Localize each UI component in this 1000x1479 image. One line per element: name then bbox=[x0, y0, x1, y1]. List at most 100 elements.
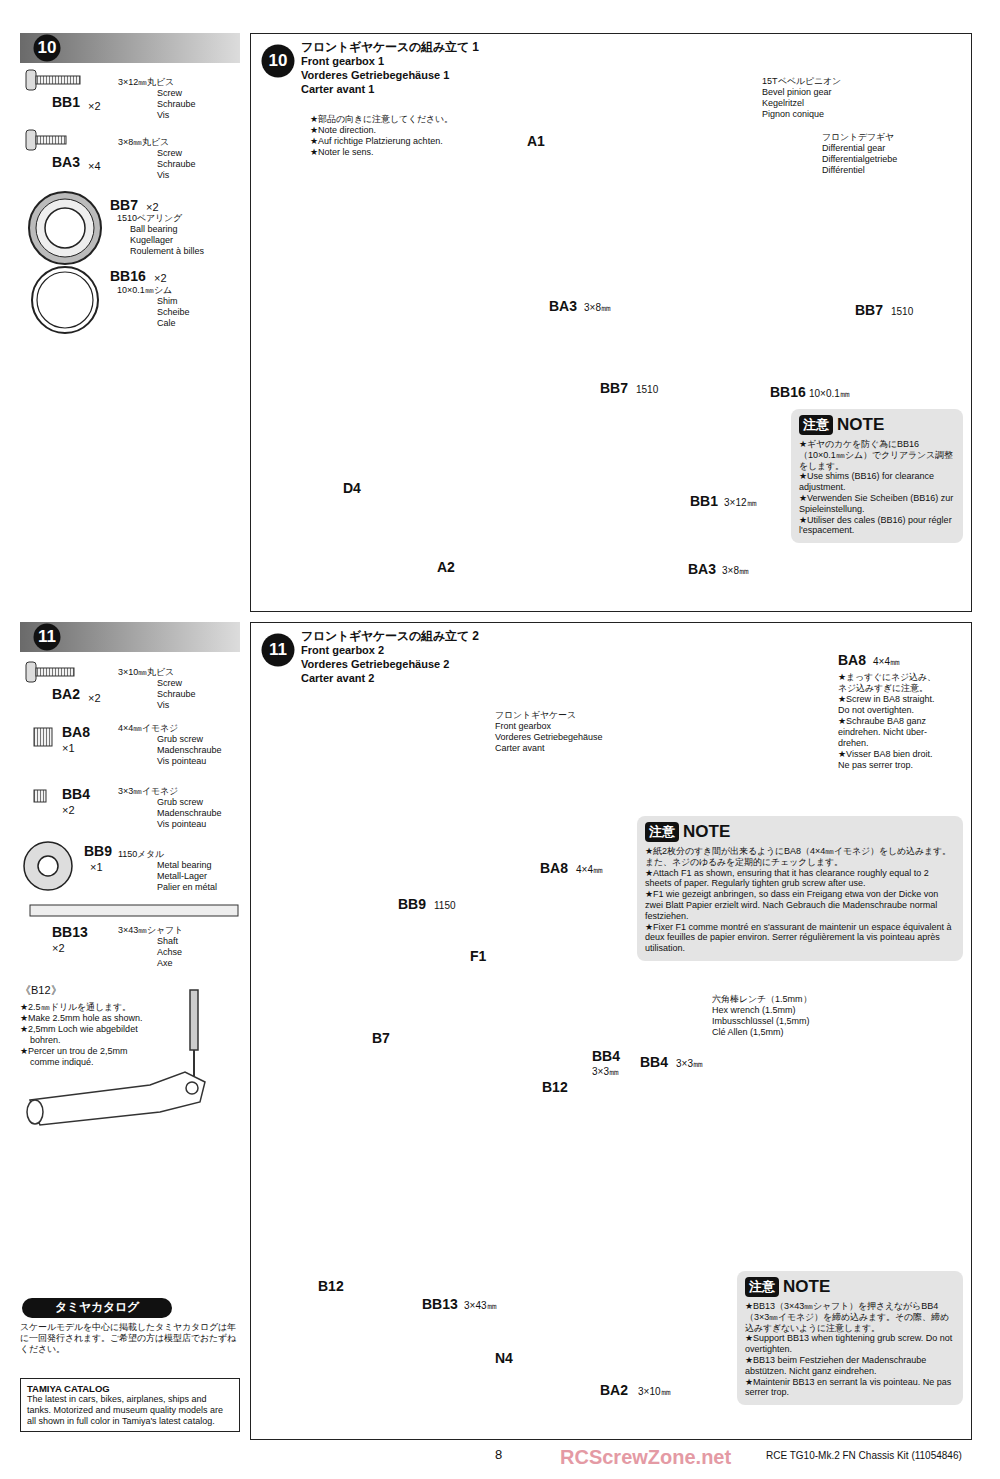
label-text: ★Auf richtige Platzierung achten. bbox=[310, 136, 443, 147]
label-text: 4×4㎜ bbox=[576, 864, 603, 876]
step-number-text: 10 bbox=[33, 34, 61, 62]
step-number-text: 11 bbox=[261, 633, 295, 667]
part-code: B12 bbox=[318, 1278, 344, 1295]
note-heading: NOTE bbox=[837, 415, 884, 435]
screw-icon bbox=[30, 905, 238, 916]
catalog-heading: タミヤカタログ bbox=[22, 1298, 172, 1318]
label-text: ×2 bbox=[146, 201, 159, 214]
b12-arm-illustration bbox=[190, 990, 198, 1050]
part-code: BA8 bbox=[838, 652, 866, 669]
label-text: Differentialgetriebe bbox=[822, 154, 897, 165]
part-code: BA3 bbox=[549, 298, 577, 315]
label-text: Grub screw bbox=[157, 797, 203, 808]
label-text: Clé Allen (1,5mm) bbox=[712, 1027, 784, 1038]
label-text: Shaft bbox=[157, 936, 178, 947]
label-text: 3×43㎜ bbox=[464, 1300, 497, 1312]
label-text: Metall-Lager bbox=[157, 871, 207, 882]
note-text: ★Attach F1 as shown, ensuring that it ha… bbox=[645, 868, 955, 890]
note-text: ★ギヤのカケを防ぐ為にBB16（10×0.1㎜シム）でクリアランス調整をします。 bbox=[799, 439, 955, 471]
part-code: BA8 bbox=[62, 724, 90, 741]
note-tag: 注意 bbox=[745, 1277, 779, 1297]
header-bar bbox=[20, 33, 240, 652]
part-code: BA8 bbox=[540, 860, 568, 877]
step-circle bbox=[262, 45, 295, 78]
label-text: comme indiqué. bbox=[30, 1057, 94, 1068]
label-text: ×2 bbox=[154, 272, 167, 285]
note-text: ★BB13（3×43㎜シャフト）を押さえながらBB4（3×3㎜イモネジ）を締め込… bbox=[745, 1301, 955, 1333]
label-text: ★Screw in BA8 straight. bbox=[838, 694, 935, 705]
part-code: BB13 bbox=[52, 924, 88, 941]
note-text: ★紙2枚分のすき間が出来るようにBA8（4×4㎜イモネジ）をしめ込みます。また、… bbox=[645, 846, 955, 868]
bearing-icon bbox=[38, 856, 58, 876]
label-text: Carter avant bbox=[495, 743, 545, 754]
label-text: 3×3㎜ bbox=[592, 1066, 619, 1078]
bearing-icon bbox=[45, 208, 85, 248]
label-text: ×1 bbox=[90, 861, 103, 874]
step-circle bbox=[34, 35, 61, 62]
screw-icon bbox=[34, 728, 52, 746]
label-text: Vorderes Getriebegehäuse bbox=[495, 732, 603, 743]
label-text: 10×0.1㎜ bbox=[809, 388, 850, 400]
note-heading: NOTE bbox=[683, 822, 730, 842]
step-number: 11 bbox=[261, 633, 295, 667]
part-code: BB9 bbox=[84, 843, 112, 860]
label-text: Madenschraube bbox=[157, 808, 222, 819]
part-code: B7 bbox=[372, 1030, 390, 1047]
part-code: BA3 bbox=[52, 154, 80, 171]
label-text: Vis bbox=[157, 110, 169, 121]
part-code: A1 bbox=[527, 133, 545, 150]
screw-icon bbox=[26, 662, 36, 682]
part-code: BB4 bbox=[640, 1054, 668, 1071]
label-text: 15Tベベルピニオン bbox=[762, 76, 841, 87]
part-code: BA2 bbox=[600, 1382, 628, 1399]
label-text: 4×4㎜ bbox=[873, 656, 900, 668]
part-code: BB7 bbox=[600, 380, 628, 397]
label-text: drehen. bbox=[838, 738, 869, 749]
note-box: 注意NOTE★紙2枚分のすき間が出来るようにBA8（4×4㎜イモネジ）をしめ込み… bbox=[637, 816, 963, 961]
label-text: Vis bbox=[157, 170, 169, 181]
note-text: ★Fixer F1 comme montré en s'assurant de … bbox=[645, 922, 955, 954]
part-code: BB16 bbox=[770, 384, 806, 401]
label-text: 1510 bbox=[891, 306, 913, 318]
label-text: Vis pointeau bbox=[157, 819, 206, 830]
label-text: Screw bbox=[157, 148, 182, 159]
label-text: Shim bbox=[157, 296, 178, 307]
note-heading: NOTE bbox=[783, 1277, 830, 1297]
step-title: Vorderes Getriebegehäuse 2 bbox=[301, 658, 971, 672]
step-number: 10 bbox=[33, 34, 61, 62]
label-text: Vis bbox=[157, 700, 169, 711]
label-text: ★2,5mm Loch wie abgebildet bbox=[20, 1024, 138, 1035]
part-code: BA2 bbox=[52, 686, 80, 703]
label-text: Kegelritzel bbox=[762, 98, 804, 109]
label-text: Do not overtighten. bbox=[838, 705, 914, 716]
label-text: 3×8㎜ bbox=[722, 565, 749, 577]
step-circle bbox=[262, 634, 295, 667]
label-text: Grub screw bbox=[157, 734, 203, 745]
label-text: Screw bbox=[157, 678, 182, 689]
part-code: BB13 bbox=[422, 1296, 458, 1313]
note-text: ★Support BB13 when tightening grub screw… bbox=[745, 1333, 955, 1355]
label-text: Screw bbox=[157, 88, 182, 99]
catalog-title: タミヤカタログ bbox=[32, 1300, 162, 1316]
part-code: BB4 bbox=[592, 1048, 620, 1065]
label-text: 8 bbox=[495, 1447, 502, 1463]
step-number-text: 11 bbox=[33, 623, 61, 651]
screw-icon bbox=[36, 668, 74, 676]
label-text: Vis pointeau bbox=[157, 756, 206, 767]
label-text: 10×0.1㎜シム bbox=[117, 285, 172, 296]
label-text: Hex wrench (1.5mm) bbox=[712, 1005, 796, 1016]
bearing-icon bbox=[32, 267, 98, 333]
label-text: 1510ベアリング bbox=[117, 213, 182, 224]
label-text: フロントギヤケース bbox=[495, 710, 576, 721]
label-text: Palier en métal bbox=[157, 882, 217, 893]
part-code: BB1 bbox=[690, 493, 718, 510]
bearing-icon bbox=[37, 272, 93, 328]
note-box: 注意NOTE★ギヤのカケを防ぐ為にBB16（10×0.1㎜シム）でクリアランス調… bbox=[791, 409, 963, 543]
screw-icon bbox=[36, 76, 80, 84]
label-text: Schraube bbox=[157, 159, 196, 170]
part-code: BB1 bbox=[52, 94, 80, 111]
label-text: Madenschraube bbox=[157, 745, 222, 756]
note-text: ★BB13 beim Festziehen der Madenschraube … bbox=[745, 1355, 955, 1377]
label-text: Axe bbox=[157, 958, 173, 969]
